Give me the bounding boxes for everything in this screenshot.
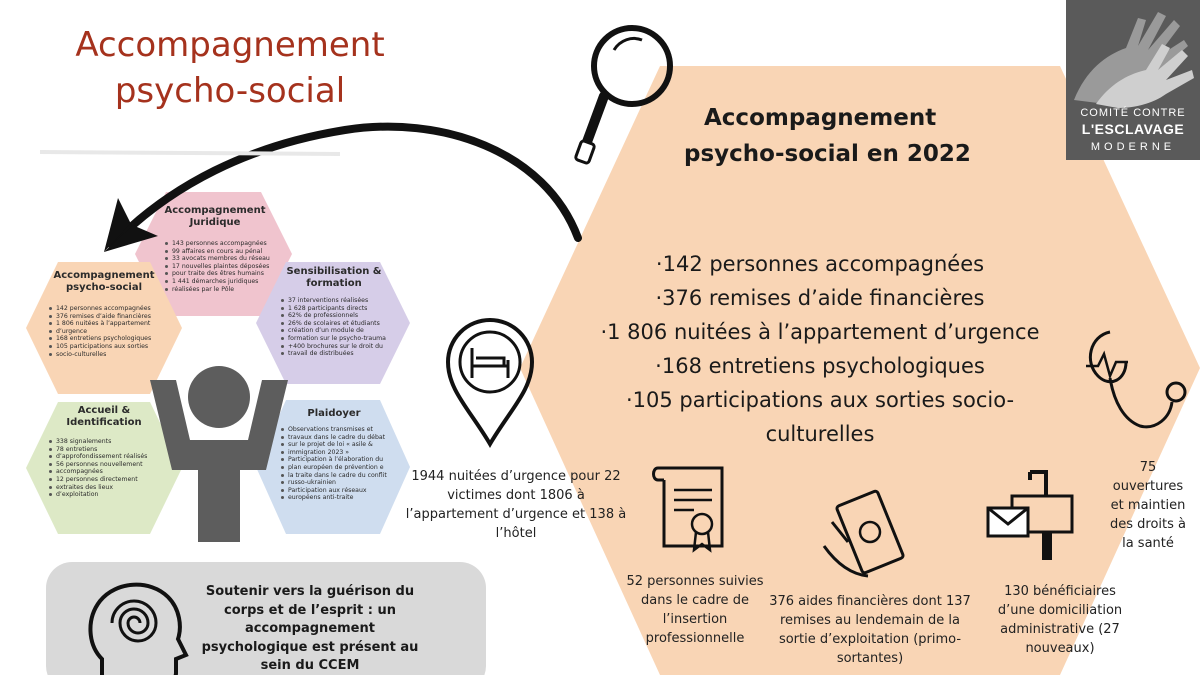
magnifying-glass-icon [574, 25, 673, 165]
logo-text-line2: L'ESCLAVAGE [1081, 121, 1185, 137]
page-title: Accompagnement psycho-social [75, 25, 385, 111]
list-item: 37 interventions réalisées [280, 297, 404, 305]
list-item: 105 participations aux sorties [48, 343, 174, 351]
hex-sensibilisation-title: Sensibilisation & formation [286, 266, 382, 289]
list-item: Observations transmises et [280, 426, 404, 434]
person-body [150, 380, 288, 542]
list-item: plan européen de prévention e [280, 464, 404, 472]
list-item: travaux dans le cadre du débat [280, 434, 404, 442]
list-item: réalisées par le Pôle [164, 286, 290, 294]
list-item: 99 affaires en cours au pénal [164, 248, 290, 256]
hex-psycho-list: 142 personnes accompagnées 376 remises d… [48, 305, 174, 358]
big-peach-hexagon [520, 66, 1200, 675]
list-item: immigration 2023 » [280, 449, 404, 457]
hex-juridique-shape [135, 192, 292, 316]
list-item: 62% de professionnels [280, 312, 404, 320]
logo-text-line1: COMITÉ CONTRE [1080, 107, 1186, 119]
ccem-logo: COMITÉ CONTRE L'ESCLAVAGE MODERNE [1066, 0, 1200, 160]
hex-sensibilisation-shape [256, 262, 410, 384]
list-item: 168 entretiens psychologiques [48, 335, 174, 343]
list-item: européens anti-traite [280, 494, 404, 502]
big-hex-title: Accompagnement psycho-social en 2022 [684, 105, 971, 167]
support-text: Soutenir vers la guérison du corps et de… [201, 584, 419, 673]
list-item: 78 entretiens [48, 446, 174, 454]
big-hex-item: ·105 participations aux sorties socio- [625, 388, 1015, 412]
stethoscope-icon [1086, 330, 1187, 429]
hex-plaidoyer-shape [256, 400, 410, 534]
hex-psycho-title: Accompagnement psycho-social [53, 270, 155, 293]
list-item: 142 personnes accompagnées [48, 305, 174, 313]
hex-accueil-title: Accueil & Identification [66, 405, 142, 428]
certificate-icon [652, 466, 724, 553]
list-item: formation sur le psycho-trauma [280, 335, 404, 343]
arrow-shadow [39, 150, 341, 156]
big-hex-item: ·168 entretiens psychologiques [655, 354, 985, 378]
list-item: 12 personnes directement [48, 476, 174, 484]
money-hand-icon [822, 489, 905, 578]
list-item: socio-culturelles [48, 351, 174, 359]
list-item: 143 personnes accompagnées [164, 240, 290, 248]
list-item: d’approfondissement réalisés [48, 453, 174, 461]
big-hex-stats-list: ·142 personnes accompagnées ·376 remises… [560, 247, 1080, 451]
list-item: 1 806 nuitées à l’appartement [48, 320, 174, 328]
list-item: russo-ukrainien [280, 479, 404, 487]
hex-accueil-list: 338 signalements 78 entretiens d’approfo… [48, 438, 174, 499]
list-item: 338 signalements [48, 438, 174, 446]
caption-insertion: 52 personnes suivies dans le cadre de l’… [626, 574, 764, 646]
hex-plaidoyer-list: Observations transmises et travaux dans … [280, 426, 404, 502]
logo-text-line3: MODERNE [1090, 141, 1176, 153]
list-item: création d’un module de [280, 327, 404, 335]
caption-urgence: 1944 nuitées d’urgence pour 22 victimes … [405, 469, 627, 541]
list-item: +400 brochures sur le droit du [280, 343, 404, 351]
hex-accueil-shape [26, 402, 182, 534]
person-head [188, 366, 250, 428]
list-item: travail de distribuées [280, 350, 404, 358]
list-item: accompagnées [48, 468, 174, 476]
list-item: pour traite des êtres humains [164, 270, 290, 278]
list-item: 1 441 démarches juridiques [164, 278, 290, 286]
list-item: 33 avocats membres du réseau [164, 255, 290, 263]
list-item: Participation aux réseaux [280, 487, 404, 495]
hex-juridique-title: Accompagnement Juridique [164, 205, 266, 228]
big-hex-item: ·1 806 nuitées à l’appartement d’urgence [600, 320, 1040, 344]
caption-domiciliation: 130 bénéficiaires d’une domiciliation ad… [997, 584, 1123, 656]
list-item: d’urgence [48, 328, 174, 336]
mailbox-icon [986, 470, 1074, 560]
big-arrow-head [104, 198, 158, 252]
hex-sensibilisation-list: 37 interventions réalisées 1 628 partici… [280, 297, 404, 358]
hands-logo-icon [1074, 12, 1194, 108]
list-item: 376 remises d’aide financières [48, 313, 174, 321]
big-hex-item: ·142 personnes accompagnées [655, 252, 985, 276]
list-item: 17 nouvelles plaintes déposées [164, 263, 290, 271]
list-item: sur le projet de loi « asile & [280, 441, 404, 449]
hex-psycho-shape [26, 262, 182, 394]
big-hex-item: ·376 remises d’aide financières [655, 286, 985, 310]
list-item: 1 628 participants directs [280, 305, 404, 313]
caption-aides: 376 aides financières dont 137 remises a… [769, 594, 971, 666]
list-item: 56 personnes nouvellement [48, 461, 174, 469]
big-hex-item: culturelles [765, 422, 875, 446]
head-spiral-icon [88, 582, 189, 675]
map-pin-bed-icon [445, 318, 535, 448]
hex-juridique-list: 143 personnes accompagnées 99 affaires e… [164, 240, 290, 293]
list-item: extraites des lieux [48, 484, 174, 492]
list-item: 26% de scolaires et étudiants [280, 320, 404, 328]
list-item: d’exploitation [48, 491, 174, 499]
caption-sante: 75 ouvertures et maintien des droits à l… [1109, 460, 1186, 551]
hex-plaidoyer-title: Plaidoyer [307, 408, 361, 419]
list-item: Participation à l’élaboration du [280, 456, 404, 464]
list-item: la traite dans le cadre du conflit [280, 472, 404, 480]
big-arrow-curve [108, 122, 582, 249]
